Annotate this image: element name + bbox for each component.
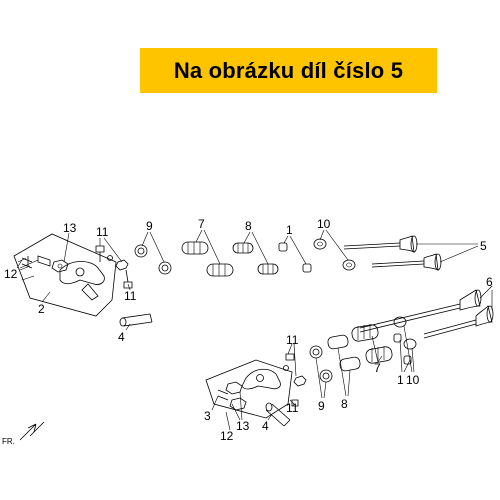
callout-12-lower: 12 (220, 429, 234, 443)
lower-valves-part-6 (359, 289, 494, 339)
callout-2: 2 (38, 302, 45, 316)
leader-lines (16, 229, 493, 431)
part-number-banner: Na obrázku díl číslo 5 (140, 48, 437, 93)
banner-text: Na obrázku díl číslo 5 (173, 57, 404, 83)
upper-valve-components (134, 238, 356, 277)
lower-rocker-holder (205, 353, 307, 427)
callout-10-lower: 10 (406, 373, 420, 387)
front-direction-indicator: FR. (2, 421, 45, 446)
front-arrow-icon (19, 423, 37, 441)
upper-rocker-holder (13, 233, 153, 327)
callout-13-upper: 13 (63, 221, 77, 235)
callout-7-upper: 7 (198, 217, 205, 231)
callout-10-upper: 10 (317, 217, 331, 231)
callout-3: 3 (204, 409, 211, 423)
callout-7-lower: 7 (374, 361, 381, 375)
callout-labels: 13 11 9 7 8 1 10 5 12 2 11 4 6 11 7 1 10… (4, 217, 493, 443)
callout-11-upper-top: 11 (96, 225, 109, 239)
callout-9-upper: 9 (146, 219, 153, 233)
callout-12-upper: 12 (4, 267, 18, 281)
callout-5: 5 (480, 239, 487, 253)
lower-valve-components (309, 316, 417, 383)
front-direction-label: FR. (2, 437, 15, 446)
callout-6: 6 (486, 275, 493, 289)
valves-part-5 (343, 235, 442, 271)
callout-4-lower: 4 (262, 419, 269, 433)
callout-1-upper: 1 (286, 223, 293, 237)
callout-11-lower-bottom: 11 (286, 401, 299, 415)
callout-8-lower: 8 (341, 397, 348, 411)
callout-8-upper: 8 (245, 219, 252, 233)
callout-13-lower: 13 (236, 419, 250, 433)
callout-4-upper: 4 (118, 330, 125, 344)
callout-11-upper-bottom: 11 (124, 289, 137, 303)
callout-11-lower-top: 11 (286, 333, 299, 347)
callout-9-lower: 9 (318, 399, 325, 413)
callout-1-lower: 1 (397, 373, 404, 387)
